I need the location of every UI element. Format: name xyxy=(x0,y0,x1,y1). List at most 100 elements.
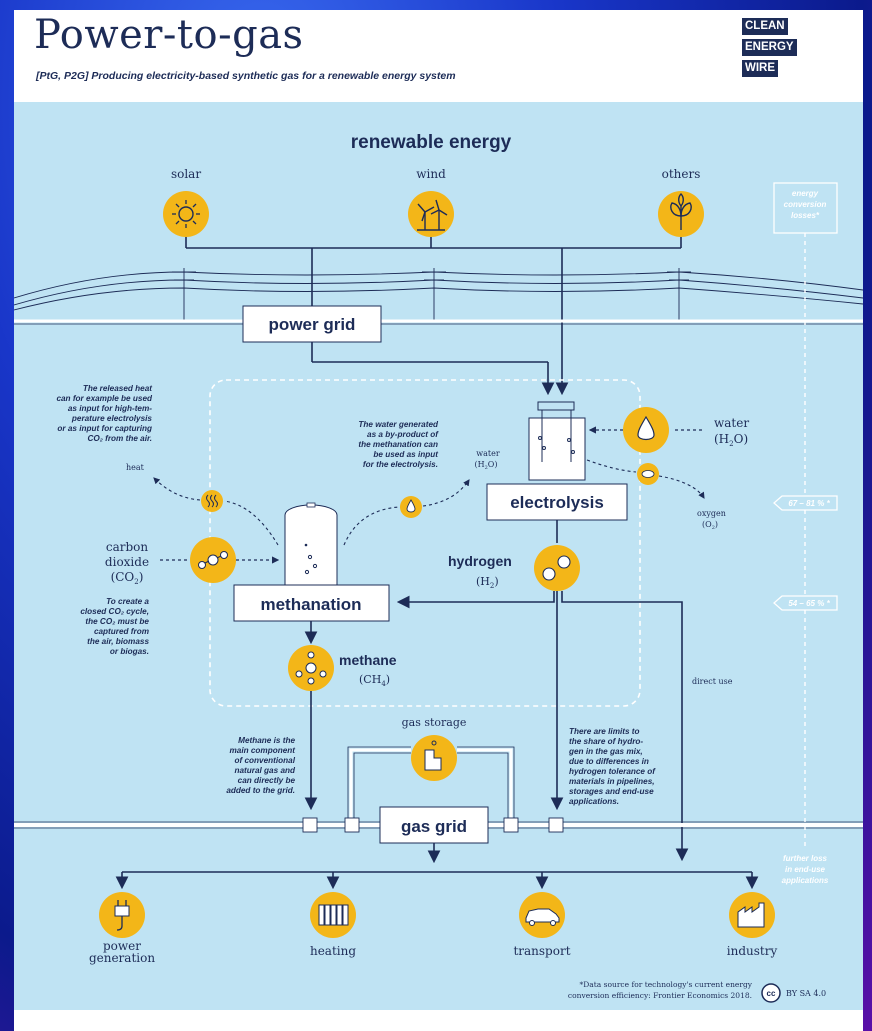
note-water-line: be used as input xyxy=(373,450,438,459)
note-co2-line: the CO₂ must be xyxy=(85,617,149,626)
note-hydrogen-line: materials in pipelines, xyxy=(569,777,655,786)
note-hydrogen-line: hydrogen tolerance of xyxy=(569,767,656,776)
plug-icon xyxy=(99,892,145,938)
note-hydrogen-line: storages and end-use xyxy=(569,787,654,796)
heat-out-arrow xyxy=(153,477,201,501)
footer-source-line-2: conversion efficiency: Frontier Economic… xyxy=(568,991,752,1000)
water-formula: (H2O) xyxy=(714,432,748,448)
note-co2-line: the air, biomass xyxy=(87,637,149,646)
clean-energy-wire-logo: CLEAN ENERGY WIRE xyxy=(742,16,797,79)
efficiency-methanation: 54 – 65 % * xyxy=(788,599,830,608)
note-heat-line: CO₂ from the air. xyxy=(87,434,152,443)
header: Power-to-gas [PtG, P2G] Producing electr… xyxy=(14,10,863,102)
page-subtitle: [PtG, P2G] Producing electricity-based s… xyxy=(36,70,456,82)
factory-icon xyxy=(729,892,775,938)
logo-line-2: ENERGY xyxy=(742,39,797,56)
poster: Power-to-gas [PtG, P2G] Producing electr… xyxy=(14,10,863,1031)
note-methane-line: added to the grid. xyxy=(226,786,295,795)
oxygen-formula: (O2) xyxy=(702,520,718,531)
source-label-wind: wind xyxy=(416,167,446,181)
footer-license: BY SA 4.0 xyxy=(786,989,826,998)
gas-storage-pipe-outline xyxy=(347,746,515,820)
side-top-line: conversion xyxy=(784,200,827,209)
note-co2-line: closed CO₂ cycle, xyxy=(80,607,149,616)
note-water-line: The water generated xyxy=(358,420,439,429)
methane-formula: (CH4) xyxy=(359,673,390,688)
methanation-label: methanation xyxy=(260,595,361,614)
gas-storage-pipes xyxy=(349,748,513,820)
source-label-solar: solar xyxy=(171,167,201,181)
note-co2-line: captured from xyxy=(94,627,149,636)
sun-icon xyxy=(163,191,209,237)
water-byproduct-out-arrow xyxy=(422,479,470,507)
note-heat: The released heat can for example be use… xyxy=(56,384,153,443)
leaf-icon xyxy=(658,191,704,237)
co2-molecule-icon xyxy=(190,537,236,583)
gas-storage-icon xyxy=(411,735,457,781)
end-use-distribution xyxy=(115,843,759,890)
side-bottom-line: further loss xyxy=(783,854,828,863)
note-co2-line: or biogas. xyxy=(110,647,149,656)
note-water-line: as a by-product of xyxy=(367,430,439,439)
end-use-label-industry: industry xyxy=(727,944,778,958)
methane-label: methane xyxy=(339,652,397,668)
car-icon xyxy=(519,892,565,938)
gas-grid-label: gas grid xyxy=(401,817,467,836)
side-top-line: energy xyxy=(792,189,819,198)
logo-line-1: CLEAN xyxy=(742,18,788,35)
note-hydrogen-line: applications. xyxy=(569,797,619,806)
end-use-label-power: power xyxy=(103,939,141,953)
side-top-line: losses* xyxy=(791,211,820,220)
oxygen-out-arrow xyxy=(658,475,705,499)
water-small-formula: (H2O) xyxy=(475,460,498,471)
power-grid-label: power grid xyxy=(269,315,356,334)
note-hydrogen-line: the share of hydro- xyxy=(569,737,643,746)
methanation-box: methanation xyxy=(233,584,390,622)
wind-turbine-icon xyxy=(408,191,454,237)
end-use-label-transport: transport xyxy=(513,944,570,958)
grid-to-electrolysis xyxy=(311,342,569,396)
note-hydrogen-line: There are limits to xyxy=(569,727,640,736)
water-label: water xyxy=(714,416,749,430)
cc-text: cc xyxy=(767,989,776,998)
process-boundary xyxy=(209,379,641,707)
electrolysis-tank-icon xyxy=(528,401,586,481)
gas-grid-box: gas grid xyxy=(379,806,489,844)
footer-strip xyxy=(14,1010,863,1031)
electrolysis-label: electrolysis xyxy=(510,493,604,512)
water-drop-icon xyxy=(623,407,669,453)
note-heat-line: as input for high-tem- xyxy=(68,404,152,413)
efficiency-electrolysis: 67 – 81 % * xyxy=(788,499,830,508)
co2-formula: (CO2) xyxy=(111,570,144,586)
note-heat-line: perature electrolysis xyxy=(71,414,153,423)
radiator-icon xyxy=(310,892,356,938)
page-title: Power-to-gas xyxy=(34,12,304,58)
gas-storage-label: gas storage xyxy=(402,716,467,729)
logo-line-3: WIRE xyxy=(742,60,779,77)
oxygen-label: oxygen xyxy=(697,509,726,518)
source-connectors xyxy=(185,237,682,386)
note-methane-line: can directly be xyxy=(238,776,296,785)
oxygen-icon xyxy=(637,463,659,485)
note-hydrogen-line: gen in the gas mix, xyxy=(568,747,643,756)
side-bottom-line: applications xyxy=(782,876,829,885)
power-to-gas-diagram: renewable energy solar wind others xyxy=(14,132,863,1003)
methanation-to-heat-line xyxy=(223,500,279,546)
note-hydrogen-line: due to differences in xyxy=(569,757,649,766)
source-label-others: others xyxy=(662,167,701,181)
note-water-byproduct: The water generated as a by-product of t… xyxy=(358,420,439,469)
direct-use-label: direct use xyxy=(692,677,733,686)
hydrogen-molecule-icon xyxy=(534,545,580,591)
side-bottom-line: in end-use xyxy=(785,865,826,874)
note-co2-line: To create a xyxy=(106,597,149,606)
methanation-to-water-line xyxy=(343,506,400,546)
water-small-label: water xyxy=(476,449,500,458)
co2-label-line1: carbon xyxy=(106,540,149,554)
methane-molecule-icon xyxy=(288,645,334,691)
note-heat-line: or as input for capturing xyxy=(57,424,152,433)
conversion-loss-bar: energy conversion losses* 67 – 81 % * 54… xyxy=(773,182,838,885)
heat-icon xyxy=(201,490,223,512)
note-methane-line: of conventional xyxy=(235,756,296,765)
note-hydrogen-limits: There are limits to the share of hydro- … xyxy=(568,727,656,806)
note-methane-line: Methane is the xyxy=(238,736,295,745)
